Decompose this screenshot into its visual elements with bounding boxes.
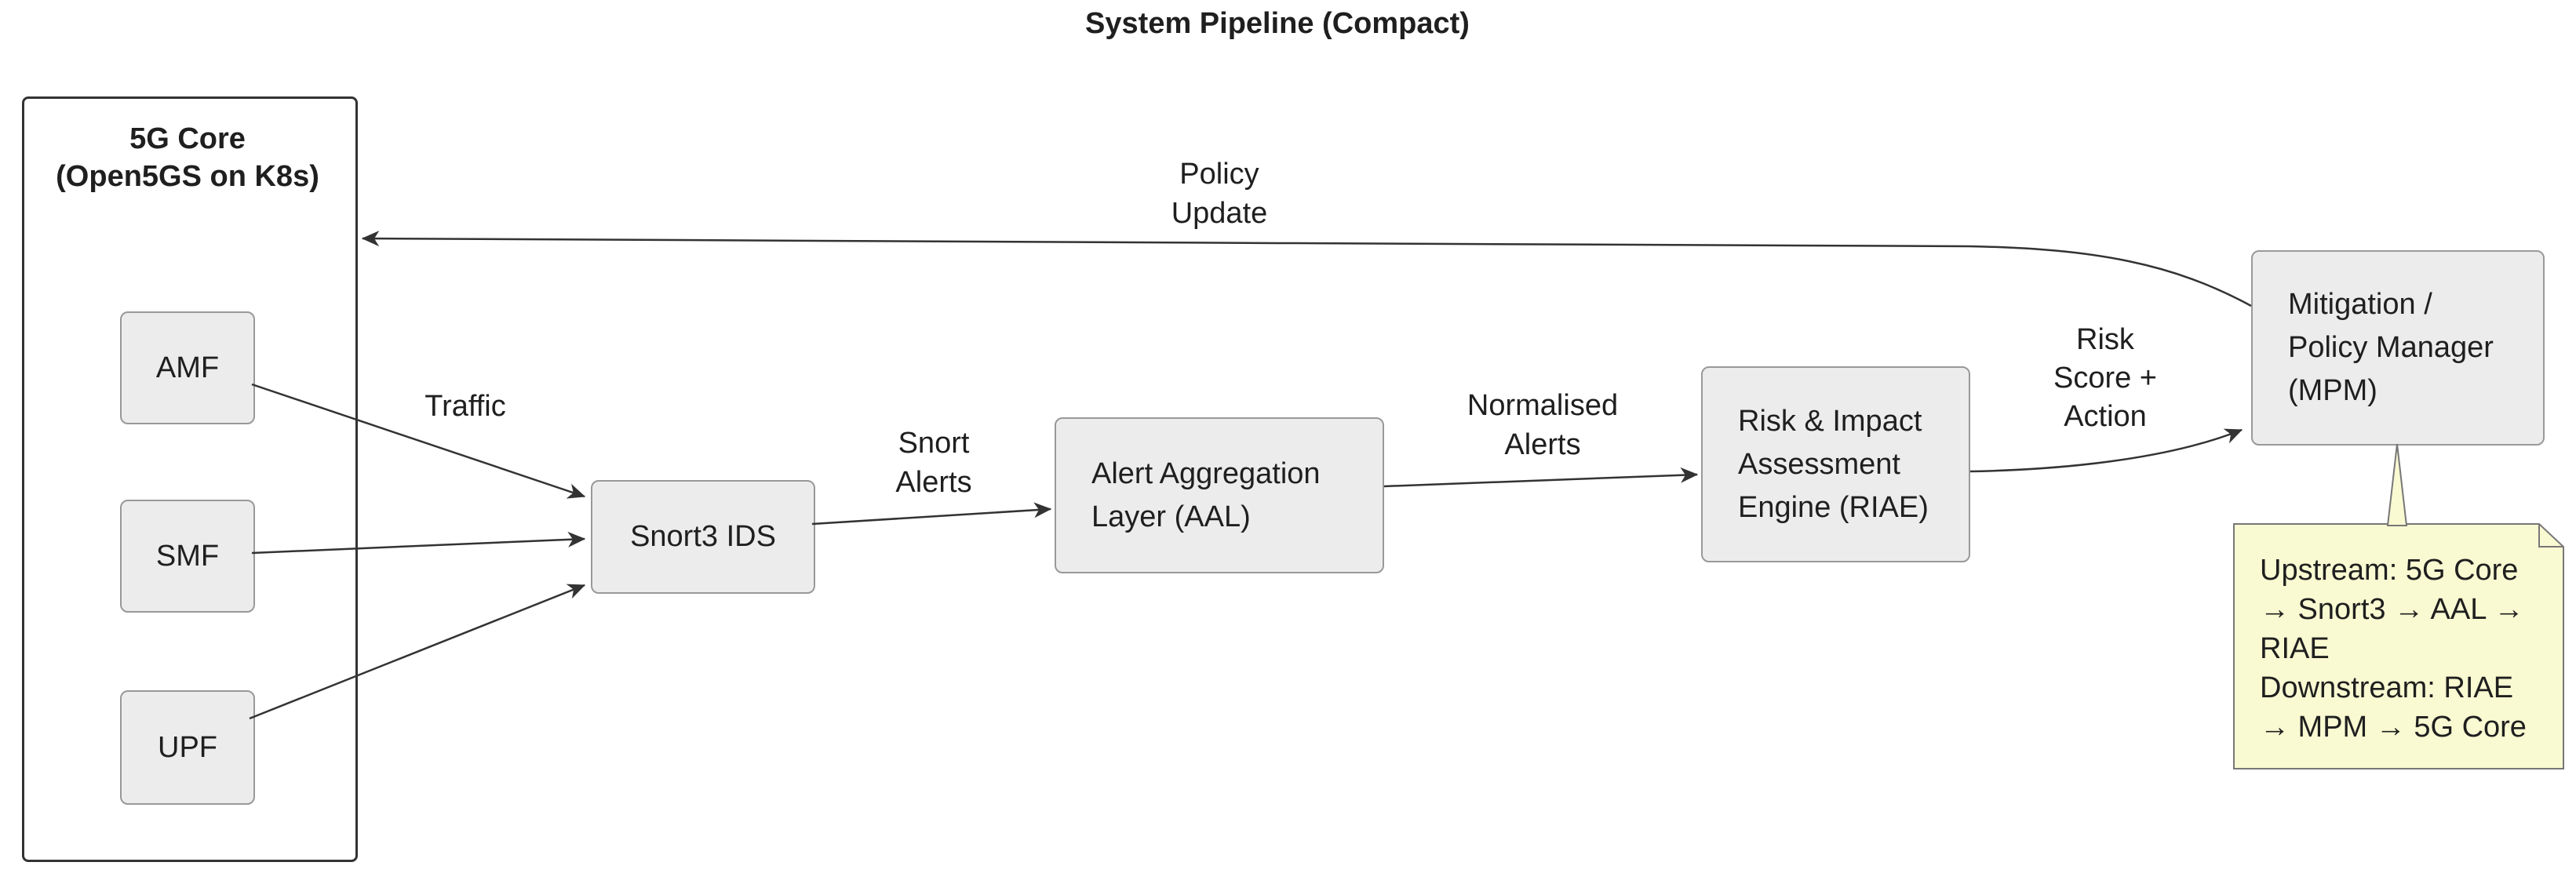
edge-label-normalised-line2: Alerts — [1504, 428, 1581, 461]
node-amf-label: AMF — [155, 351, 220, 384]
node-mpm-line2: Policy Manager — [2288, 331, 2494, 364]
cluster-title-line2: (Open5GS on K8s) — [56, 160, 319, 193]
edge-label-policy-line2: Update — [1171, 197, 1268, 230]
note-line5: → MPM → 5G Core — [2260, 711, 2527, 744]
edge-label-risk-score: Risk Score + Action — [2053, 321, 2157, 436]
node-upf: UPF — [120, 690, 255, 805]
edge-label-normalised-alerts: Normalised Alerts — [1467, 386, 1618, 464]
edge-label-snort-alerts-line1: Snort — [898, 427, 970, 460]
note-fold-icon — [2538, 524, 2563, 547]
node-snort3-label: Snort3 IDS — [630, 520, 776, 553]
diagram-title: System Pipeline (Compact) — [1085, 7, 1470, 40]
note-line2: → Snort3 → AAL → — [2260, 593, 2524, 626]
note-text: Upstream: 5G Core → Snort3 → AAL → RIAE … — [2260, 551, 2550, 747]
note-line1: Upstream: 5G Core — [2260, 554, 2519, 587]
note-pointer — [2386, 443, 2408, 526]
edge-label-traffic: Traffic — [424, 390, 506, 423]
node-smf-label: SMF — [155, 539, 220, 573]
node-aal: Alert Aggregation Layer (AAL) — [1055, 417, 1384, 573]
node-riae-line2: Assessment — [1738, 447, 1900, 481]
edge-label-risk-line3: Action — [2064, 400, 2147, 433]
edge-label-risk-line2: Score + — [2053, 362, 2158, 395]
note-line4: Downstream: RIAE — [2260, 671, 2514, 704]
node-mpm-line3: (MPM) — [2288, 374, 2377, 407]
cluster-5g-core-title: 5G Core (Open5GS on K8s) — [22, 120, 353, 195]
edge-label-snort-alerts: Snort Alerts — [895, 424, 971, 502]
edge-label-policy-update: Policy Update — [1171, 155, 1268, 233]
edge-snort-aal — [811, 502, 1052, 526]
node-riae-line3: Engine (RIAE) — [1738, 490, 1929, 524]
node-snort3-ids: Snort3 IDS — [591, 480, 815, 594]
edge-label-normalised-line1: Normalised — [1467, 389, 1619, 422]
node-riae: Risk & Impact Assessment Engine (RIAE) — [1701, 366, 1970, 562]
node-mpm-line1: Mitigation / — [2288, 288, 2432, 321]
edge-label-risk-line1: Risk — [2076, 323, 2134, 356]
node-smf: SMF — [120, 500, 255, 613]
edge-aal-riae — [1383, 467, 1699, 488]
node-riae-line1: Risk & Impact — [1738, 404, 1922, 438]
note-line3: RIAE — [2260, 632, 2330, 665]
node-aal-line1: Alert Aggregation — [1091, 457, 1321, 490]
node-upf-label: UPF — [158, 730, 217, 764]
edge-label-snort-alerts-line2: Alerts — [895, 466, 972, 499]
edge-mpm-5gcore — [361, 231, 2252, 307]
node-mpm: Mitigation / Policy Manager (MPM) — [2251, 250, 2545, 446]
node-amf: AMF — [120, 311, 255, 424]
edge-label-policy-line1: Policy — [1179, 158, 1259, 191]
node-aal-line2: Layer (AAL) — [1091, 500, 1251, 533]
cluster-title-line1: 5G Core — [129, 122, 246, 155]
